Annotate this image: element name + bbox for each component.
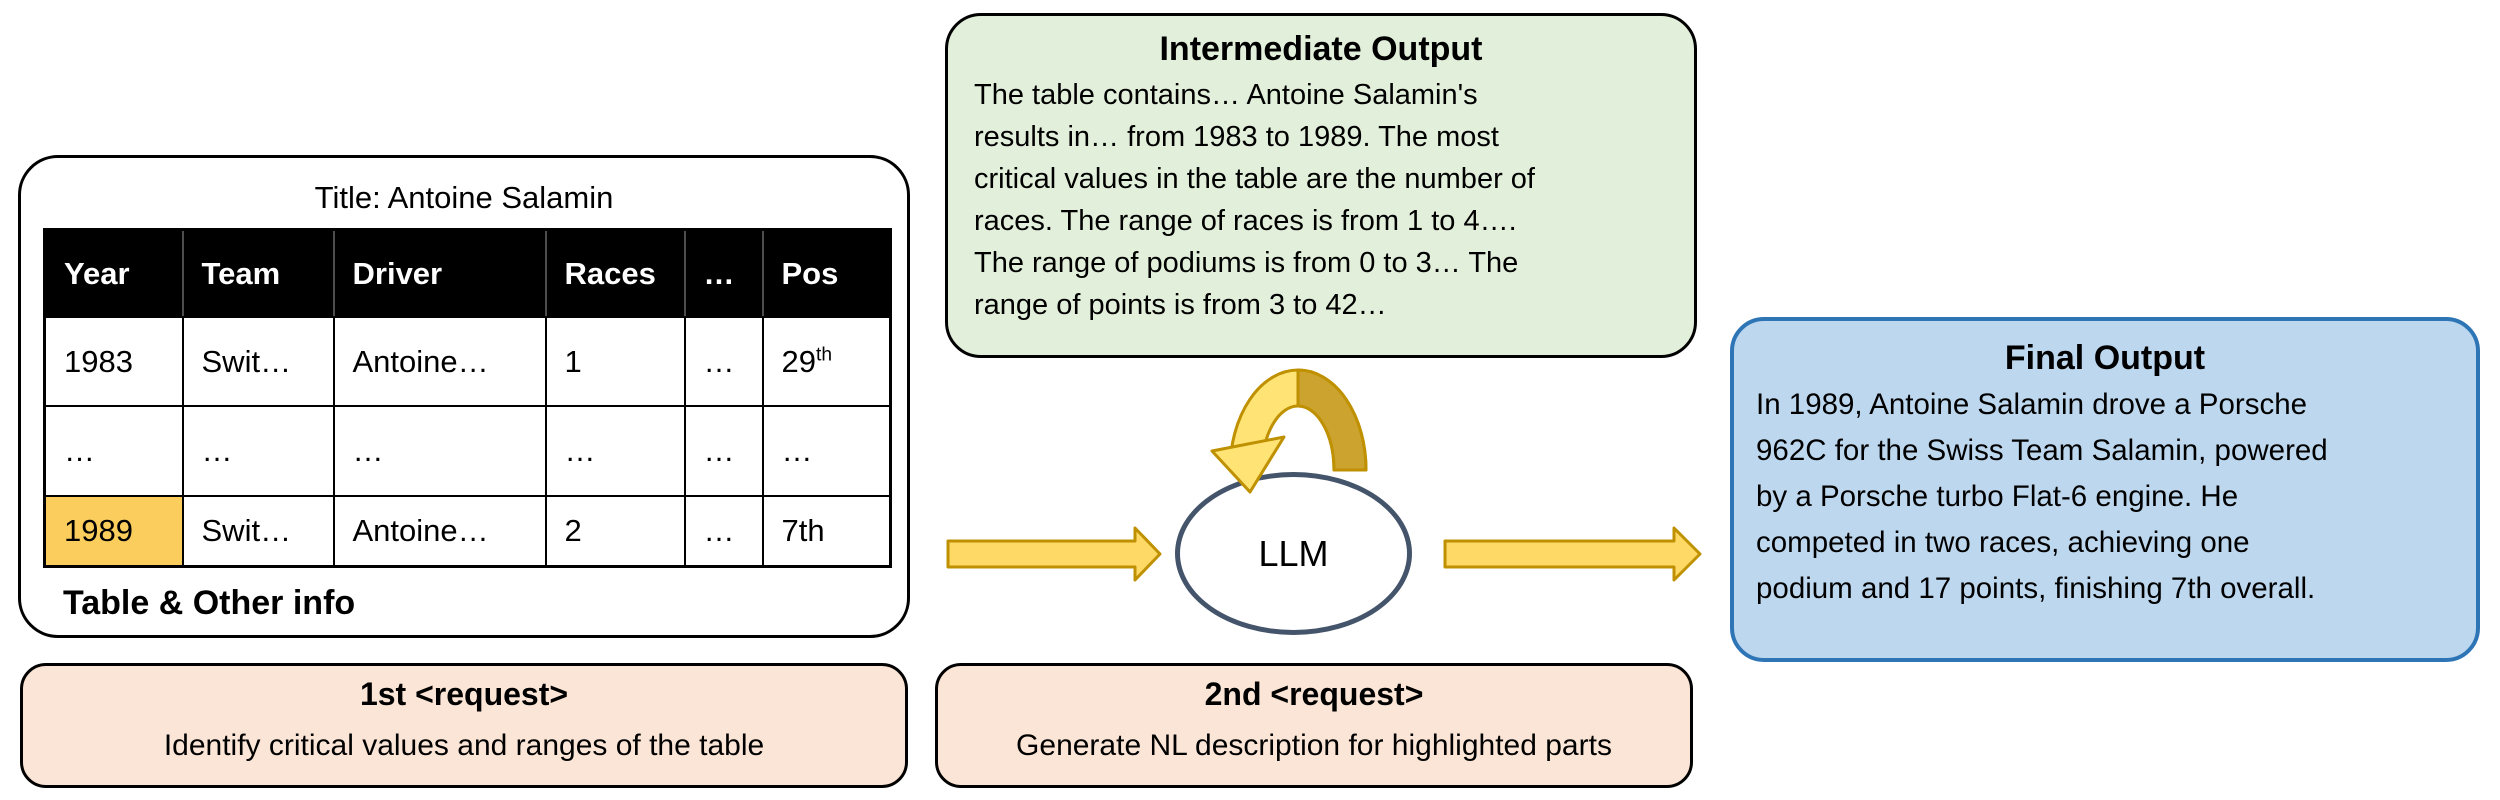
table-cell: 1 [544, 316, 686, 407]
table-title: Title: Antoine Salamin [314, 180, 614, 215]
highlighted-cell-year-1989: 1989 [43, 495, 184, 568]
table-cell: 2 [544, 495, 686, 568]
table-row: 1989 Swit… Antoine… 2 … 7th [43, 495, 892, 568]
output-arrow-icon [1443, 526, 1702, 582]
loop-arrow-dark-half-icon [1296, 368, 1368, 472]
llm-label: LLM [1258, 532, 1329, 574]
second-request-text: Generate NL description for highlighted … [1016, 729, 1612, 762]
table-cell: … [761, 405, 892, 497]
col-header-races: Races [544, 228, 686, 318]
results-table: Year Team Driver Races … Pos 1983 Swit… … [43, 228, 892, 568]
table-cell: … [683, 405, 764, 497]
col-header-pos: Pos [761, 228, 892, 318]
second-request-card: 2nd <request> Generate NL description fo… [935, 663, 1693, 788]
final-output-card: Final Output In 1989, Antoine Salamin dr… [1730, 317, 2480, 662]
first-request-card: 1st <request> Identify critical values a… [20, 663, 908, 788]
table-cell: … [43, 405, 184, 497]
table-cell: … [683, 495, 764, 568]
final-output-text: In 1989, Antoine Salamin drove a Porsche… [1756, 388, 2328, 605]
table-caption: Table & Other info [63, 584, 356, 622]
intermediate-output-text: The table contains… Antoine Salamin's re… [974, 79, 1535, 321]
table-row: … … … … … … [43, 405, 892, 497]
col-header-team: Team [181, 228, 335, 318]
table-cell: … [332, 405, 547, 497]
table-cell: … [181, 405, 335, 497]
col-header-dots: … [683, 228, 764, 318]
first-request-text: Identify critical values and ranges of t… [163, 729, 765, 762]
intermediate-output-title: Intermediate Output [1159, 30, 1483, 68]
col-header-driver: Driver [332, 228, 547, 318]
table-row: 1983 Swit… Antoine… 1 … 29th [43, 316, 892, 407]
loop-arrowhead-icon [1210, 435, 1286, 494]
col-header-year: Year [43, 228, 184, 318]
table-cell: … [544, 405, 686, 497]
second-request-title: 2nd <request> [1204, 676, 1424, 712]
table-cell: Antoine… [332, 316, 547, 407]
llm-node: LLM [1175, 472, 1412, 635]
pos-ordinal-suffix: th [815, 344, 832, 366]
table-cell: 7th [761, 495, 892, 568]
table-header-row: Year Team Driver Races … Pos [43, 228, 892, 318]
table-cell: … [683, 316, 764, 407]
pos-value: 29 [781, 343, 816, 379]
input-arrow-icon [946, 526, 1162, 582]
table-cell: 1983 [43, 316, 184, 407]
table-cell: 29th [761, 316, 892, 407]
first-request-title: 1st <request> [359, 676, 569, 712]
table-cell: Antoine… [332, 495, 547, 568]
table-cell: Swit… [181, 316, 335, 407]
final-output-title: Final Output [2004, 339, 2206, 377]
table-info-card: Title: Antoine Salamin Year Team Driver … [18, 155, 910, 638]
intermediate-output-card: Intermediate Output The table contains… … [945, 13, 1697, 358]
table-cell: Swit… [181, 495, 335, 568]
